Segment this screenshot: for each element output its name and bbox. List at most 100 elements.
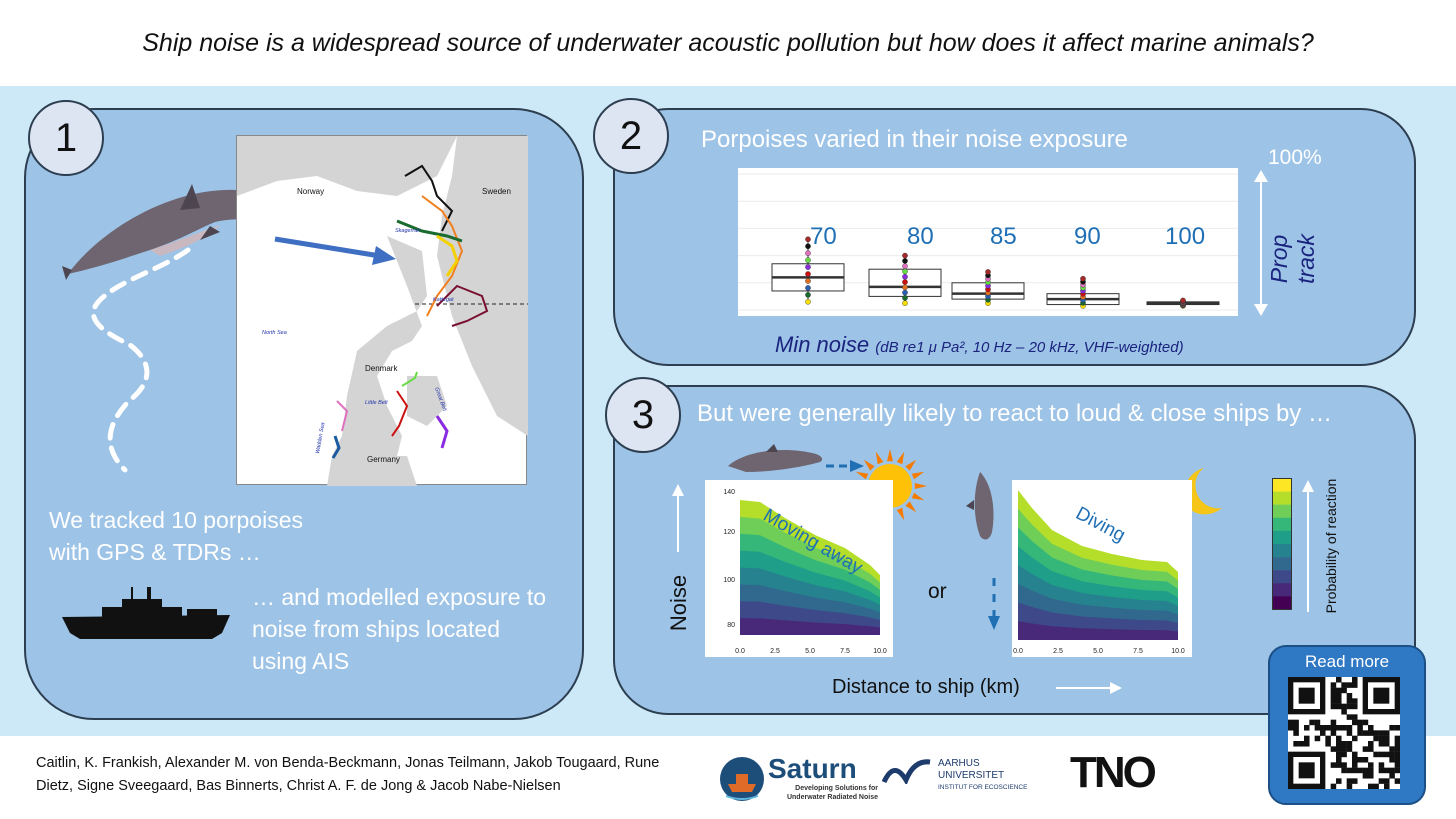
qr-cell [1368,746,1374,752]
saturn-name: Saturn [768,753,857,784]
x-tick-5: 5.0 [805,648,815,655]
qr-cell [1346,767,1353,774]
qr-cell [1357,757,1363,763]
qr-cell [1378,778,1385,784]
qr-cell [1330,703,1337,710]
qr-cell [1336,698,1342,704]
y-tick-80: 80 [727,622,735,629]
qr-cell [1336,687,1342,694]
qr-cell [1346,730,1353,736]
x-tick-2.5: 2.5 [1053,648,1063,655]
box-label-80: 80 [907,223,934,250]
author-list: Caitlin, K. Frankish, Alexander M. von B… [36,752,676,798]
modelled-text-line2: noise from ships located [252,616,501,642]
qr-cell [1314,725,1321,731]
qr-cell [1357,725,1363,731]
sun-ray [911,492,925,501]
data-point [805,236,811,243]
qr-cell [1330,693,1337,699]
qr-cell [1384,778,1390,784]
qr-cell [1341,703,1347,710]
qr-cell [1346,741,1353,747]
qr-cell [1389,767,1395,774]
qr-cell [1336,735,1342,742]
qr-cell [1298,741,1305,747]
qr-cell [1378,730,1385,736]
qr-finder [1373,687,1390,704]
qr-cell [1304,741,1310,747]
panel-3-title: But were generally likely to react to lo… [697,400,1332,427]
qr-cell [1373,735,1379,742]
qr-cell [1341,687,1347,694]
sun-ray [863,459,875,471]
qr-cell [1341,767,1347,774]
qr-cell [1330,725,1337,731]
sun-ray [914,483,927,489]
map-label-germany: Germany [367,455,400,464]
qr-cell [1336,778,1342,784]
map-label-north-sea: North Sea [262,330,287,336]
qr-cell [1352,719,1358,726]
qr-cell [1368,773,1374,779]
panel-3-number: 3 [605,377,681,453]
qr-cell [1368,741,1374,747]
data-point [902,273,908,280]
qr-cell [1384,735,1390,742]
qr-cell [1304,735,1310,742]
sun-ray [896,451,905,465]
colorbar-band [1272,504,1292,518]
qr-cell [1362,773,1369,779]
qr-cell [1362,767,1369,774]
data-point [805,257,811,263]
colorbar-band [1272,596,1292,610]
qr-cell [1346,778,1353,784]
qr-cell [1394,757,1400,763]
qr-cell [1346,703,1353,710]
qr-cell [1352,682,1358,688]
panel-2-title: Porpoises varied in their noise exposure [701,126,1128,153]
read-more-label[interactable]: Read more [1304,652,1390,671]
sun-ray [905,459,917,471]
moving-away-band [740,618,880,635]
data-point [902,284,908,291]
qr-cell [1293,719,1299,726]
qr-cell [1368,783,1374,789]
sun-ray [896,507,905,521]
qr-cell [1368,730,1374,736]
qr-cell [1346,725,1353,731]
qr-cell [1325,741,1331,747]
qr-cell [1352,698,1358,704]
diving-plot: 0.0 2.5 5.0 7.5 10.0 [1012,480,1192,657]
qr-cell [1352,735,1358,742]
aarhus-line1: AARHUS [938,758,980,769]
qr-cell [1330,746,1337,752]
qr-cell [1352,767,1358,774]
min-noise-main: Min noise [775,332,870,357]
qr-cell [1373,751,1379,758]
sun-ray [905,501,917,513]
qr-cell [1352,714,1358,720]
qr-cell [1330,762,1337,768]
qr-cell [1394,741,1400,747]
x-tick-5: 5.0 [1093,648,1103,655]
qr-cell [1362,746,1369,752]
qr-cell [1314,719,1321,726]
qr-cell [1368,725,1374,731]
qr-cell [1304,725,1310,731]
data-point [902,295,908,301]
qr-cell [1320,730,1326,736]
colorbar-band [1272,530,1292,545]
qr-cell [1341,751,1347,758]
sun-ray [887,449,893,462]
saturn-tag-line1: Developing Solutions for [795,785,878,792]
qr-cell [1389,773,1395,779]
aarhus-line2: UNIVERSITET [938,770,1005,781]
qr-code-icon[interactable] [1288,677,1400,789]
qr-cell [1341,725,1347,731]
qr-cell [1346,693,1353,699]
qr-cell [1357,730,1363,736]
moving-away-plot: 140 120 100 80 0.0 2.5 5.0 7.5 10.0 [705,480,893,657]
diving-band [1018,621,1178,640]
qr-cell [1389,757,1395,763]
qr-cell [1368,762,1374,768]
